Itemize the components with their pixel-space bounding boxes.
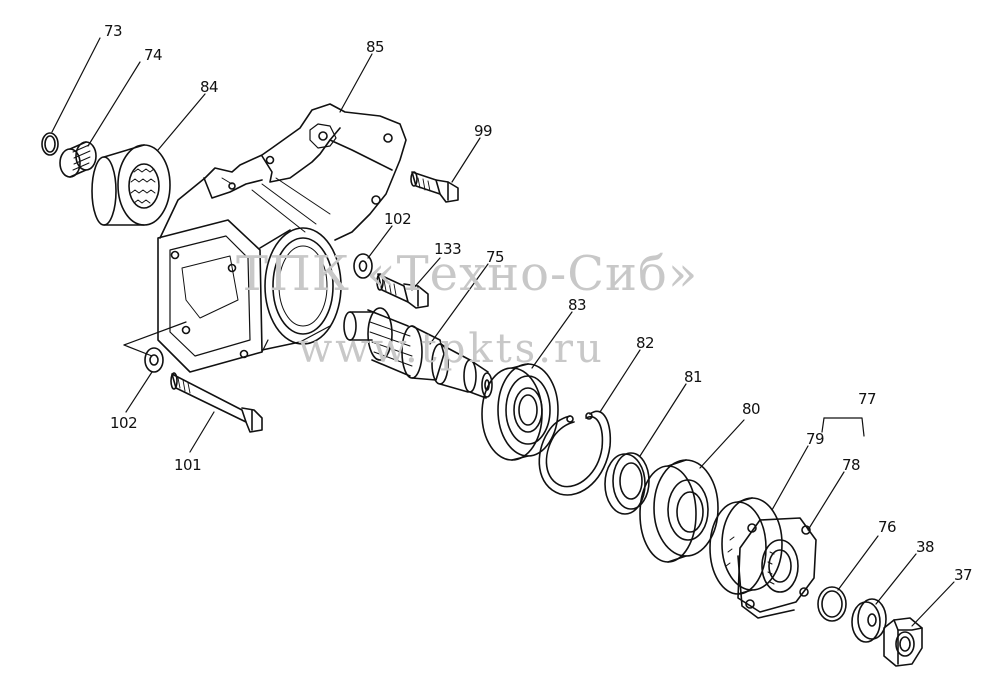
callout-80: 80 — [742, 400, 761, 418]
callout-37: 37 — [954, 566, 973, 584]
part-102-washer-upper — [354, 254, 372, 278]
part-80-oil-seal — [640, 460, 718, 562]
part-82-snap-ring — [539, 411, 610, 495]
part-102-washer-lower — [145, 348, 163, 372]
callout-74: 74 — [144, 46, 163, 64]
callout-78: 78 — [842, 456, 861, 474]
callout-101: 101 — [174, 456, 202, 474]
callout-133: 133 — [434, 240, 462, 258]
callout-79: 79 — [806, 430, 825, 448]
part-81-spacer-ring — [605, 453, 649, 514]
callout-83: 83 — [568, 296, 587, 314]
part-37-hex-nut — [884, 618, 922, 666]
callout-102-upper: 102 — [384, 210, 412, 228]
callout-99: 99 — [474, 122, 493, 140]
part-73-o-ring — [42, 133, 58, 155]
callout-102-lower: 102 — [110, 414, 138, 432]
part-38-washer — [852, 599, 886, 642]
callout-73: 73 — [104, 22, 123, 40]
part-74-needle-bearing — [60, 142, 96, 177]
part-101-long-bolt — [171, 373, 262, 432]
part-84-splined-sleeve — [92, 145, 170, 225]
part-76-o-ring — [818, 587, 846, 621]
callout-85: 85 — [366, 38, 385, 56]
part-83-ball-bearing — [482, 364, 558, 460]
part-79-companion-flange — [710, 498, 782, 594]
callout-84: 84 — [200, 78, 219, 96]
watermark-website: www.tpkts.ru — [298, 326, 605, 372]
callout-38: 38 — [916, 538, 935, 556]
callout-81: 81 — [684, 368, 703, 386]
callout-75: 75 — [486, 248, 505, 266]
part-75-splined-shaft — [344, 308, 492, 398]
leader-lines — [52, 38, 954, 626]
watermark-company: ТПК «Техно-Сиб» — [236, 246, 699, 302]
part-78-flange-yoke — [738, 518, 816, 618]
part-85-transfer-housing — [158, 104, 406, 372]
part-99-bolt — [411, 172, 458, 202]
callout-76: 76 — [878, 518, 897, 536]
callout-77: 77 — [858, 390, 877, 408]
callout-82: 82 — [636, 334, 655, 352]
